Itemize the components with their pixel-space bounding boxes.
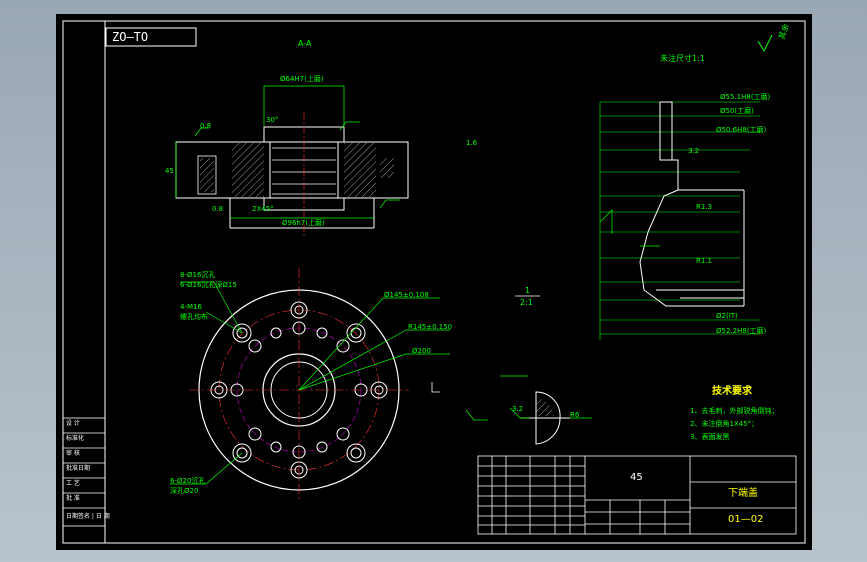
signoff-row-3: 审 核 [66,450,80,457]
dim-roughness-3: 1.6 [466,139,478,147]
front-view [170,268,450,500]
dim-r2: R1.3 [696,203,712,211]
note-n5: 6-Ø20沉孔 [170,477,206,485]
signoff-table [62,417,106,527]
dim-d1: Ø64H7(上磨) [280,75,324,83]
signoff-row-4: 批准日期 [66,465,91,472]
signoff-row-5: 工 艺 [66,480,80,487]
note-n2: 6-Ø16沉孔深Ø15 [180,281,237,289]
section-view-aa [175,85,409,236]
drawing-number: 01—02 [728,514,764,525]
dim-d10: Ø200 [412,347,431,355]
note-n6: 深孔Ø20 [170,487,199,495]
material-label: 45 [630,472,643,483]
tech-item-1: 1、去毛刺，外部锐角倒钝； [690,407,779,415]
dim-r3: R1.1 [696,257,712,265]
dim-d6: Ø50(工磨) [720,107,754,115]
ratio-bottom: 2:1 [520,298,533,307]
section-label: A-A [298,39,312,48]
part-name: 下端盖 [728,488,758,499]
tech-item-3: 3、表面发黑 [690,433,730,441]
dim-roughness-1: 0.8 [200,122,212,130]
tech-title: 技术要求 [712,386,752,397]
drawing-number-box: ZO—TO [112,30,149,44]
note-n3: 4-M16 [180,303,202,311]
number-box [105,27,197,47]
note-n4: 螺孔均布 [180,313,208,321]
signoff-row-6: 批 准 [66,495,80,502]
signoff-row-7: 日期签名 | 日 期 [66,513,110,520]
outer-frame [62,20,806,544]
dim-d2: Ø96h7(上磨) [282,219,325,227]
dim-h1: 45 [165,167,174,175]
dim-d9: Ø52.2H8(工磨) [716,327,767,335]
signoff-row-2: 标准化 [66,435,85,442]
dim-d4: 2X45° [252,205,274,213]
dim-roughness-2: 0.8 [212,205,224,213]
profile-view [599,101,760,340]
dim-d11: Ø145±0.108 [384,291,429,299]
ratio-top: 1 [525,286,531,295]
dim-roughness-4: 3.2 [688,147,700,155]
dim-r1: R6 [570,411,580,419]
dim-d5: Ø55.1H8(工磨) [720,93,771,101]
top-note: 未注尺寸1:1 [660,54,705,63]
dim-r4: 3.2 [512,405,524,413]
title-block [477,455,797,535]
signoff-row-1: 设 计 [66,420,80,427]
detail-view-2-1 [465,295,592,445]
tech-item-2: 2、未注倒角1X45°； [690,420,759,428]
dim-d12: R145±0.150 [408,323,453,331]
note-n1: 8-Ø16沉孔 [180,271,216,279]
dim-d7: Ø50.6H8(工磨) [716,126,767,134]
dim-d8: Ø2(IT) [716,312,738,320]
dim-d3: 30° [266,116,279,124]
